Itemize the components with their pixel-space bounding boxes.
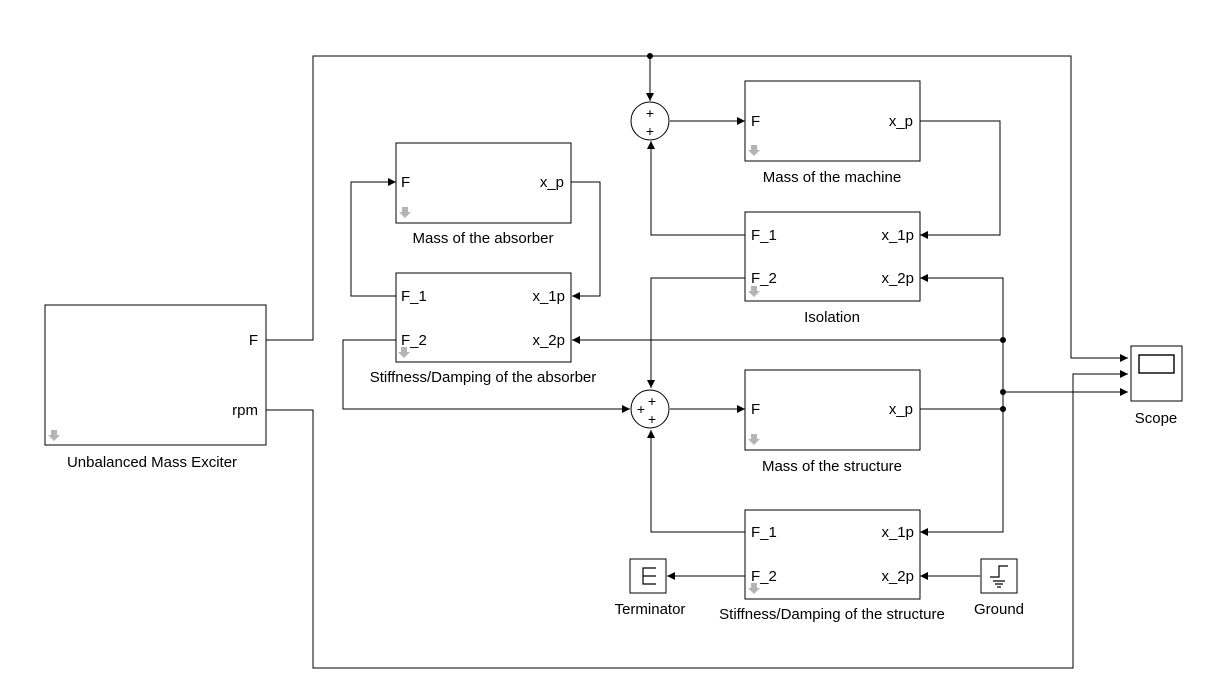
down-arrow-icon <box>399 207 411 218</box>
ground-icon <box>990 565 1008 588</box>
down-arrow-icon <box>748 583 760 594</box>
port-label-xp: x_p <box>540 174 564 191</box>
port-label-f1: F_1 <box>401 288 427 305</box>
exciter-block[interactable]: F rpm Unbalanced Mass Exciter <box>44 304 267 471</box>
down-arrow-icon <box>398 347 410 358</box>
structure-mass-block[interactable]: F x_p Mass of the structure <box>744 369 921 475</box>
block-label: Scope <box>1135 410 1178 427</box>
port-label-f2: F_2 <box>751 568 777 585</box>
port-label-f: F <box>751 401 760 418</box>
terminator-block[interactable]: Terminator <box>615 558 686 618</box>
scope-block[interactable]: Scope <box>1130 345 1183 427</box>
down-arrow-icon <box>748 286 760 297</box>
wire-exciter-f-to-machine-sum[interactable] <box>266 55 654 341</box>
block-label: Unbalanced Mass Exciter <box>67 454 237 471</box>
wire-structure-spring-f1-to-sum[interactable] <box>647 430 745 533</box>
branch-point <box>1000 337 1006 343</box>
branch-point <box>647 53 653 59</box>
wire-absorber-f2-to-structure-sum[interactable] <box>342 339 630 413</box>
sum-sign-top: + <box>648 393 656 409</box>
port-label-x1p: x_1p <box>532 288 565 305</box>
wire-absorber-xp-to-absorber-spring[interactable] <box>571 181 601 300</box>
port-label-f: F <box>751 113 760 130</box>
port-label-xp: x_p <box>889 113 913 130</box>
wire-structure-xp-to-structure-spring[interactable] <box>920 409 1004 536</box>
port-label-x1p: x_1p <box>881 227 914 244</box>
port-label-f: F <box>249 332 258 349</box>
port-label-x2p: x_2p <box>881 568 914 585</box>
terminator-icon <box>642 567 656 585</box>
absorber-mass-block[interactable]: F x_p Mass of the absorber <box>395 142 572 247</box>
wire-machine-xp-to-isolation[interactable] <box>920 120 1001 239</box>
block-label: Stiffness/Damping of the absorber <box>370 369 597 386</box>
sum-sign-left: + <box>637 401 645 417</box>
block-label: Terminator <box>615 601 686 618</box>
wire-absorber-f1-to-absorber-mass[interactable] <box>350 178 396 297</box>
port-label-f2: F_2 <box>751 270 777 287</box>
port-label-x1p: x_1p <box>881 524 914 541</box>
port-label-f1: F_1 <box>751 227 777 244</box>
block-label: Mass of the absorber <box>413 230 554 247</box>
port-label-x2p: x_2p <box>532 332 565 349</box>
port-label-xp: x_p <box>889 401 913 418</box>
machine-force-sum-block[interactable]: + + <box>630 101 670 141</box>
block-label: Isolation <box>804 309 860 326</box>
signal-lines <box>266 53 1128 669</box>
wire-exciter-f-to-scope[interactable] <box>650 55 1128 362</box>
down-arrow-icon <box>48 430 60 441</box>
block-label: Stiffness/Damping of the structure <box>719 606 945 623</box>
port-label-rpm: rpm <box>232 402 258 419</box>
wire-exciter-rpm-to-scope[interactable] <box>266 370 1128 669</box>
structure-spring-block[interactable]: F_1 F_2 x_1p x_2p Stiffness/Damping of t… <box>719 509 945 623</box>
absorber-spring-block[interactable]: F_1 F_2 x_1p x_2p Stiffness/Damping of t… <box>370 272 597 386</box>
down-arrow-icon <box>748 145 760 156</box>
sum-sign-bottom: + <box>646 123 654 139</box>
block-label: Mass of the structure <box>762 458 902 475</box>
isolation-block[interactable]: F_1 F_2 x_1p x_2p Isolation <box>744 211 921 326</box>
port-label-x2p: x_2p <box>881 270 914 287</box>
port-label-f: F <box>401 174 410 191</box>
down-arrow-icon <box>748 434 760 445</box>
block-label: Mass of the machine <box>763 169 901 186</box>
wire-structure-xp-bus[interactable] <box>920 274 1004 410</box>
wire-isolation-f1-to-machine-sum[interactable] <box>647 141 745 236</box>
structure-force-sum-block[interactable]: + + + <box>630 389 670 429</box>
port-label-f2: F_2 <box>401 332 427 349</box>
branch-point <box>1000 406 1006 412</box>
block-label: Ground <box>974 601 1024 618</box>
ground-block[interactable]: Ground <box>974 558 1024 618</box>
sum-sign-top: + <box>646 105 654 121</box>
sum-sign-bottom: + <box>648 411 656 427</box>
port-label-f1: F_1 <box>751 524 777 541</box>
machine-mass-block[interactable]: F x_p Mass of the machine <box>744 80 921 186</box>
branch-point <box>1000 389 1006 395</box>
scope-icon <box>1138 354 1175 374</box>
wire-isolation-f2-to-structure-sum[interactable] <box>647 277 745 388</box>
